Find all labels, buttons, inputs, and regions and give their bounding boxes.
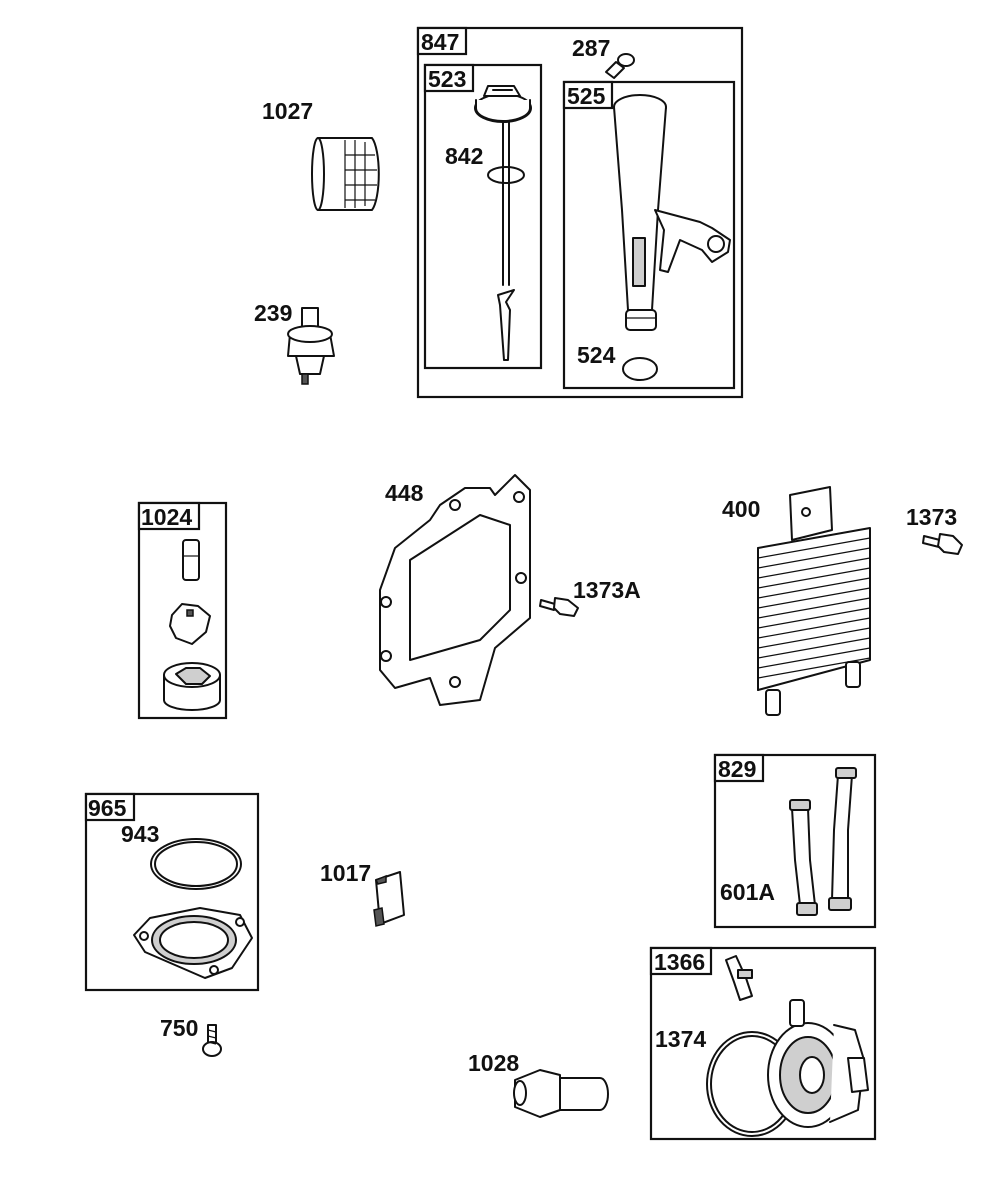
part-1028-label: 1028 bbox=[468, 1050, 519, 1076]
filter-adapter-part[interactable] bbox=[767, 999, 869, 1128]
dipstick-tube-part[interactable] bbox=[613, 94, 731, 331]
group-523-label: 523 bbox=[428, 66, 466, 92]
part-1374-label: 1374 bbox=[655, 1026, 706, 1052]
group-965-label: 965 bbox=[88, 795, 127, 821]
group-525-label: 525 bbox=[567, 83, 606, 109]
part-400-label: 400 bbox=[722, 496, 760, 522]
group-525: 525 bbox=[562, 80, 736, 390]
group-1024: 1024 bbox=[137, 501, 228, 720]
part-239-label: 239 bbox=[254, 300, 292, 326]
group-965: 965 bbox=[84, 792, 260, 992]
cover-plate-part[interactable] bbox=[133, 907, 253, 979]
bracket-plate-448[interactable] bbox=[379, 474, 531, 706]
part-842-label: 842 bbox=[445, 143, 483, 169]
oil-filter-1027[interactable] bbox=[311, 137, 380, 211]
bolt-1373A[interactable] bbox=[539, 597, 579, 617]
hose-601A-left[interactable] bbox=[789, 799, 818, 916]
screw-287[interactable] bbox=[605, 53, 635, 79]
valve-1017[interactable] bbox=[373, 871, 405, 927]
group-847-label: 847 bbox=[421, 29, 459, 55]
group-523: 523 bbox=[423, 63, 543, 370]
screw-750[interactable] bbox=[202, 1024, 222, 1057]
dipstick-o-ring[interactable] bbox=[487, 166, 525, 184]
part-1373A-label: 1373A bbox=[573, 577, 641, 603]
part-750-label: 750 bbox=[160, 1015, 198, 1041]
group-1366-label: 1366 bbox=[654, 949, 705, 975]
group-847: 847 bbox=[416, 26, 744, 399]
part-448-label: 448 bbox=[385, 480, 424, 506]
inner-rotor-part[interactable] bbox=[169, 603, 211, 645]
part-1373-label: 1373 bbox=[906, 504, 957, 530]
part-1027-label: 1027 bbox=[262, 98, 313, 124]
bolt-1373[interactable] bbox=[922, 533, 963, 555]
group-829-label: 829 bbox=[718, 756, 756, 782]
tube-o-ring[interactable] bbox=[622, 357, 658, 381]
elbow-fitting-part[interactable] bbox=[725, 955, 753, 1001]
drive-pin-part[interactable] bbox=[182, 539, 200, 581]
part-943-label: 943 bbox=[121, 821, 159, 847]
outer-rotor-part[interactable] bbox=[163, 662, 221, 711]
group-1366: 1366 bbox=[649, 946, 877, 1141]
part-287-label: 287 bbox=[572, 35, 610, 61]
dipstick-part[interactable] bbox=[474, 85, 532, 361]
o-ring-943[interactable] bbox=[150, 838, 242, 890]
part-524-label: 524 bbox=[577, 342, 616, 368]
hose-601A-right[interactable] bbox=[828, 767, 857, 911]
oil-cooler-400[interactable] bbox=[757, 486, 871, 716]
group-1024-label: 1024 bbox=[141, 504, 192, 530]
part-1017-label: 1017 bbox=[320, 860, 371, 886]
oil-pressure-switch-239[interactable] bbox=[287, 307, 335, 385]
fitting-1028[interactable] bbox=[513, 1069, 609, 1118]
part-601A-label: 601A bbox=[720, 879, 775, 905]
group-829: 829 bbox=[713, 753, 877, 929]
